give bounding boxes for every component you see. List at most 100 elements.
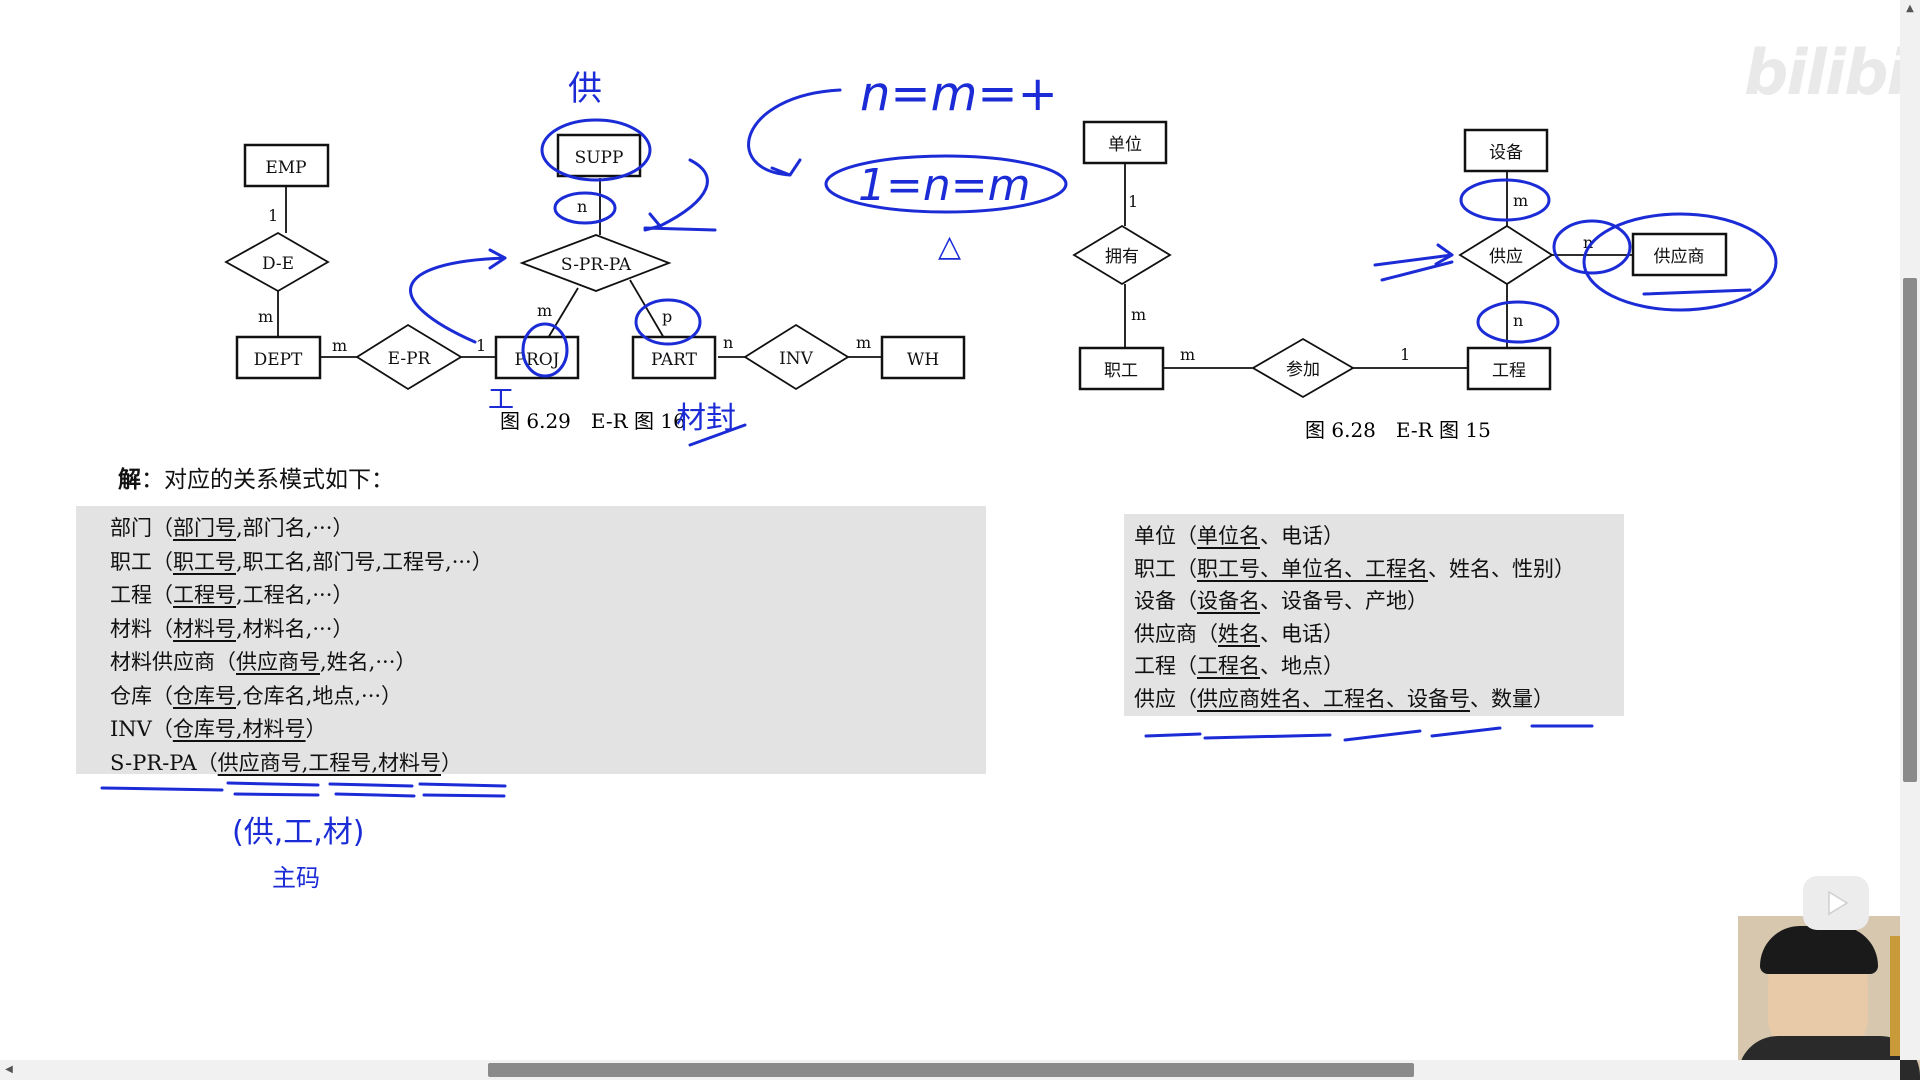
scroll-left-icon[interactable]: ◀: [5, 1064, 13, 1075]
right-schema-relation-name: 单位: [1134, 524, 1176, 548]
relationship-join-label: 参加: [1286, 360, 1320, 380]
er-diagram-16: EMP D-E DEPT E-PR PROJ SUPP S-PR-PA PART…: [224, 133, 966, 433]
left-schema-primary-key: 供应商号,工程号,材料号: [217, 750, 442, 775]
right-schema-row: 设备（设备名、设备号、产地）: [1134, 585, 1428, 615]
card-sprpa-proj: m: [537, 301, 552, 320]
relationship-supply-label: 供应: [1489, 247, 1523, 267]
left-schema-relation-name: 材料供应商: [110, 650, 215, 674]
card-join-project: 1: [1400, 345, 1410, 364]
left-schema-row: 材料（材料号,材料名,···）: [110, 613, 353, 643]
left-schema-primary-key: 职工号: [173, 549, 236, 574]
horizontal-scrollbar[interactable]: ◀: [0, 1060, 1900, 1080]
left-schema-primary-key: 仓库号: [173, 683, 236, 708]
left-schema-attributes: ）: [441, 750, 463, 775]
right-schema-relation-name: 供应商: [1134, 621, 1197, 646]
left-schema-row: 部门（部门号,部门名,···）: [110, 512, 353, 542]
relationship-inv: [743, 323, 850, 391]
right-schema-paren: （: [1176, 686, 1197, 711]
right-schema-attributes: 、设备号、产地）: [1260, 589, 1428, 613]
vertical-scroll-thumb[interactable]: [1903, 278, 1917, 782]
left-schema-paren: （: [196, 750, 218, 775]
left-schema-primary-key: 工程号: [173, 583, 236, 607]
relationship-d-e: [224, 231, 330, 293]
left-schema-relation-name: INV: [110, 717, 152, 741]
left-schema-relation-name: S-PR-PA: [110, 750, 197, 775]
right-schema-primary-key: 单位名: [1197, 524, 1260, 548]
left-schema-paren: （: [215, 650, 236, 674]
right-schema-row: 职工（职工号、单位名、工程名、姓名、性别）: [1134, 553, 1575, 583]
entity-supp-label: SUPP: [575, 148, 624, 168]
entity-dept-label: DEPT: [254, 350, 303, 370]
right-schema-row: 供应（供应商姓名、工程名、设备号、数量）: [1134, 683, 1554, 713]
left-schema-relation-name: 部门: [110, 516, 152, 540]
left-schema-attributes: ,材料名,···）: [236, 616, 354, 641]
relationship-s-pr-pa: [519, 234, 672, 292]
left-schema-row: 职工（职工号,职工名,部门号,工程号,···）: [110, 546, 493, 576]
solution-heading: 解：对应的关系模式如下：: [118, 460, 394, 494]
left-schema-row: INV（仓库号,材料号）: [110, 713, 327, 743]
card-supp-sprpa: n: [577, 197, 587, 216]
left-schema-row: S-PR-PA（供应商号,工程号,材料号）: [110, 747, 462, 777]
entity-unit-label: 单位: [1108, 135, 1142, 155]
vertical-scrollbar[interactable]: ▲: [1900, 0, 1920, 1060]
card-worker-join: m: [1180, 345, 1195, 364]
card-inv-wh: m: [856, 333, 871, 352]
right-schema-relation-name: 职工: [1134, 556, 1176, 581]
left-schema-attributes: ,部门名,···）: [236, 516, 354, 540]
horizontal-scroll-thumb[interactable]: [488, 1063, 1414, 1077]
left-schema-row: 工程（工程号,工程名,···）: [110, 579, 353, 609]
right-schema-panel: [1124, 514, 1624, 716]
left-schema-attributes: ）: [305, 717, 327, 741]
card-epr-proj: 1: [476, 336, 486, 355]
entity-worker: [1078, 346, 1165, 391]
left-schema-attributes: ,职工名,部门号,工程号,···）: [236, 549, 493, 574]
right-schema-attributes: 、电话）: [1260, 524, 1344, 548]
right-schema-paren: （: [1176, 654, 1197, 678]
right-schema-paren: （: [1176, 524, 1197, 548]
left-schema-relation-name: 职工: [110, 549, 152, 574]
play-button[interactable]: [1803, 876, 1869, 930]
entity-part-label: PART: [651, 350, 698, 370]
entity-dept: [235, 335, 322, 380]
figure-caption-16: 图 6.29 E-R 图 16: [500, 409, 686, 433]
right-schema-relation-name: 供应: [1134, 686, 1176, 711]
scroll-up-icon[interactable]: ▲: [1906, 3, 1914, 14]
entity-equipment-label: 设备: [1489, 143, 1523, 163]
er-diagram-15: 单位 拥有 职工 参加 工程 设备 供应 供应商 1 m m 1 m n n 图…: [1072, 120, 1728, 442]
left-schema-primary-key: 材料号: [173, 616, 236, 641]
entity-emp: [243, 143, 330, 188]
entity-supplier-label: 供应商: [1654, 247, 1705, 267]
right-schema-relation-name: 工程: [1134, 654, 1176, 678]
presenter-hair: [1760, 926, 1878, 974]
right-schema-row: 单位（单位名、电话）: [1134, 520, 1344, 550]
right-schema-paren: （: [1197, 621, 1218, 646]
right-schema-row: 供应商（姓名、电话）: [1134, 618, 1344, 648]
entity-wh-label: WH: [907, 350, 939, 370]
left-schema-row: 仓库（仓库号,仓库名,地点,···）: [110, 680, 402, 710]
card-sprpa-part: p: [662, 307, 672, 326]
right-schema-attributes: 、数量）: [1470, 686, 1554, 711]
card-supply-supplier: n: [1583, 233, 1593, 252]
play-icon: [1828, 890, 1849, 916]
card-emp-de: 1: [268, 206, 278, 225]
left-schema-attributes: ,仓库名,地点,···）: [236, 683, 403, 708]
entity-wh: [880, 335, 966, 380]
relationship-d-e-label: D-E: [262, 254, 294, 274]
card-part-inv: n: [723, 333, 733, 352]
bilibili-watermark: bilibili: [1744, 36, 1920, 109]
left-schema-attributes: ,姓名,···）: [320, 650, 417, 674]
relationship-inv-label: INV: [779, 349, 814, 369]
left-schema-relation-name: 工程: [110, 583, 152, 607]
card-de-dept: m: [258, 307, 273, 326]
figure-caption-15: 图 6.28 E-R 图 15: [1305, 418, 1491, 442]
right-schema-attributes: 、地点）: [1260, 654, 1344, 678]
right-schema-paren: （: [1176, 556, 1197, 581]
right-schema-primary-key: 工程名: [1197, 654, 1260, 678]
card-equip-supply: m: [1513, 191, 1528, 210]
relationship-e-pr: [355, 323, 463, 391]
left-schema-paren: （: [152, 683, 173, 708]
card-dept-epr: m: [332, 336, 347, 355]
left-schema-attributes: ,工程名,···）: [236, 583, 354, 607]
card-unit-own: 1: [1128, 192, 1138, 211]
